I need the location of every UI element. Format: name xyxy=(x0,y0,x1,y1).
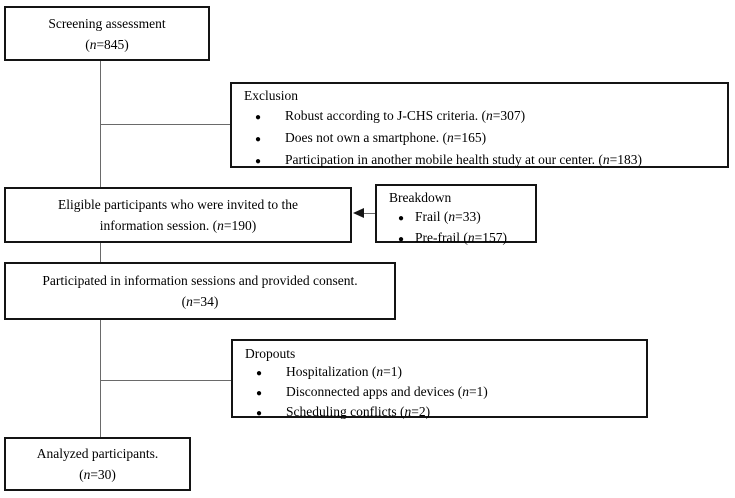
screening-assessment-box: Screening assessment (n=845) xyxy=(4,6,210,61)
dropouts-item: ● Scheduling conflicts (n=2) xyxy=(245,403,640,423)
exclusion-item-text: Does not own a smartphone. (n=165) xyxy=(285,130,487,145)
bullet-icon: ● xyxy=(398,234,405,245)
dropouts-item-text: Disconnected apps and devices (n=1) xyxy=(286,384,488,399)
dropouts-item: ● Hospitalization (n=1) xyxy=(245,363,640,383)
dropouts-item-text: Hospitalization (n=1) xyxy=(286,364,402,379)
left-arrowhead-icon xyxy=(353,208,364,218)
breakdown-item: ● Frail (n=33) xyxy=(389,207,529,228)
breakdown-title: Breakdown xyxy=(389,190,452,205)
analyzed-participants-box: Analyzed participants. (n=30) xyxy=(4,437,191,491)
participated-label: Participated in information sessions and… xyxy=(42,273,358,288)
bullet-icon: ● xyxy=(256,388,263,399)
connector-to-exclusion xyxy=(101,124,231,125)
analyzed-participants-count: (n=30) xyxy=(79,467,116,482)
bullet-icon: ● xyxy=(256,368,263,379)
connector-to-dropouts xyxy=(101,380,231,381)
screening-assessment-count: (n=845) xyxy=(85,36,129,52)
exclusion-item-text: Participation in another mobile health s… xyxy=(285,152,643,167)
bullet-icon: ● xyxy=(255,134,262,145)
eligible-participants-box: Eligible participants who were invited t… xyxy=(4,187,352,243)
exclusion-title: Exclusion xyxy=(244,88,298,103)
breakdown-item: ● Pre-frail (n=157) xyxy=(389,228,529,249)
eligible-participants-label: Eligible participants who were invited t… xyxy=(58,197,298,212)
breakdown-item-text: Pre-frail (n=157) xyxy=(415,230,507,245)
connector-participated-to-analyzed xyxy=(100,320,101,437)
bullet-icon: ● xyxy=(398,213,405,224)
exclusion-item: ● Participation in another mobile health… xyxy=(244,150,721,172)
breakdown-item-text: Frail (n=33) xyxy=(415,209,481,224)
exclusion-box: Exclusion ● Robust according to J-CHS cr… xyxy=(230,82,729,168)
breakdown-box: Breakdown ● Frail (n=33) ● Pre-frail (n=… xyxy=(375,184,537,245)
dropouts-item: ● Disconnected apps and devices (n=1) xyxy=(245,383,640,403)
connector-screening-to-eligible xyxy=(100,61,101,187)
exclusion-item-text: Robust according to J-CHS criteria. (n=3… xyxy=(285,108,526,123)
dropouts-box: Dropouts ● Hospitalization (n=1) ● Disco… xyxy=(231,339,648,419)
participated-count: (n=34) xyxy=(181,294,219,309)
connector-eligible-to-participated xyxy=(100,243,101,262)
analyzed-participants-label: Analyzed participants. xyxy=(36,446,159,461)
participated-box: Participated in information sessions and… xyxy=(4,262,396,320)
eligible-participants-count: information session. (n=190) xyxy=(99,218,257,233)
exclusion-item: ● Does not own a smartphone. (n=165) xyxy=(244,128,721,150)
exclusion-item: ● Robust according to J-CHS criteria. (n… xyxy=(244,106,721,128)
breakdown-arrow-shaft xyxy=(362,213,376,214)
bullet-icon: ● xyxy=(255,156,262,167)
dropouts-title: Dropouts xyxy=(245,346,296,361)
screening-assessment-label: Screening assessment xyxy=(48,15,166,31)
bullet-icon: ● xyxy=(256,408,263,419)
bullet-icon: ● xyxy=(255,112,262,123)
dropouts-item-text: Scheduling conflicts (n=2) xyxy=(286,404,431,419)
